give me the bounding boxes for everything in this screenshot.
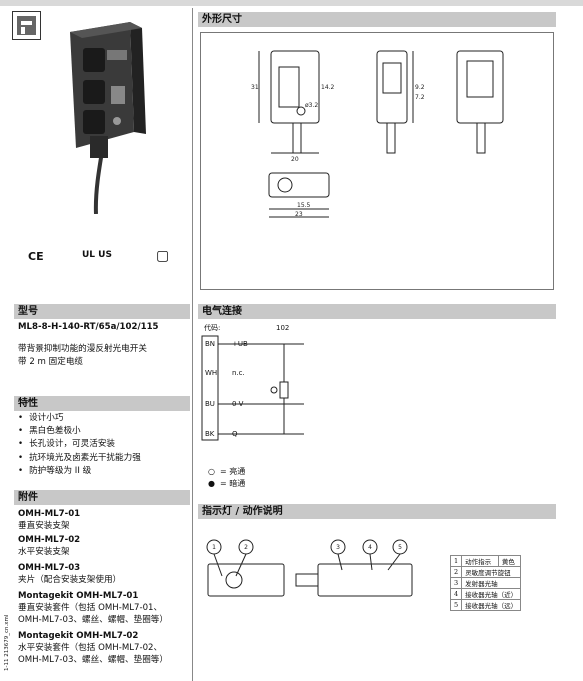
feature-list: 设计小巧 黑白色差极小 长孔设计，可灵活安装 抗环境光及卤素光干扰能力强 防护等… bbox=[18, 412, 141, 478]
pin-label: WH bbox=[205, 369, 218, 377]
accessory-desc: 夹片（配合安装支架使用） bbox=[18, 575, 122, 585]
accessory-desc: OMH-ML7-03、螺丝、螺帽、垫圈等） bbox=[18, 615, 168, 625]
accessory-desc: 水平安装支架 bbox=[18, 547, 70, 557]
callout-1: 1 bbox=[212, 544, 216, 551]
table-row: 3 发射器光轴 bbox=[449, 577, 522, 589]
code-label: 代码: bbox=[204, 324, 221, 332]
manufacturer-logo bbox=[12, 11, 41, 40]
table-cell: 2 bbox=[449, 566, 463, 578]
accessories-header: 附件 bbox=[14, 490, 190, 505]
accessory-name: OMH-ML7-01 bbox=[18, 509, 81, 519]
dim-label: 15.5 bbox=[297, 202, 311, 209]
ce-mark: CE bbox=[28, 250, 44, 263]
electrical-header: 电气连接 bbox=[198, 304, 556, 319]
model-number: ML8-8-H-140-RT/65a/102/115 bbox=[18, 322, 159, 332]
pin-label: BU bbox=[205, 400, 215, 408]
accessory-name: Montagekit OMH-ML7-01 bbox=[18, 591, 139, 601]
table-cell: 发射器光轴 bbox=[461, 577, 522, 589]
indicators-header: 指示灯 / 动作说明 bbox=[198, 504, 556, 519]
light-on-text: = 亮通 bbox=[220, 467, 246, 476]
dimensions-header: 外形尺寸 bbox=[198, 12, 556, 27]
column-divider bbox=[192, 8, 193, 681]
dim-label: 7.2 bbox=[415, 94, 425, 101]
feature-item: 长孔设计，可灵活安装 bbox=[18, 438, 141, 451]
table-row: 1 动作指示 黄色 bbox=[449, 555, 522, 567]
indicator-drawing: 1 2 3 4 5 bbox=[206, 539, 413, 597]
feature-item: 抗环境光及卤素光干扰能力强 bbox=[18, 452, 141, 465]
description-line: 带 2 m 固定电缆 bbox=[18, 357, 84, 367]
table-row: 2 灵敏度调节旋钮 bbox=[449, 566, 522, 578]
table-cell: 灵敏度调节旋钮 bbox=[461, 566, 522, 578]
features-header: 特性 bbox=[14, 396, 190, 411]
table-row: 4 接收器光轴（近） bbox=[449, 588, 522, 600]
dimension-drawing: 31 14.2 ø3.2 9.2 7.2 20 15.5 23 bbox=[200, 32, 554, 290]
dark-on-text: = 暗通 bbox=[220, 479, 246, 488]
sensor-photo bbox=[70, 22, 146, 214]
wiring-diagram bbox=[201, 335, 304, 441]
dim-label: 20 bbox=[291, 156, 299, 163]
pin-signal: +UB bbox=[232, 340, 248, 348]
table-cell: 4 bbox=[449, 588, 463, 600]
callout-4: 4 bbox=[368, 544, 372, 551]
table-cell: 3 bbox=[449, 577, 463, 589]
doc-id: 1-11 213679_cn.xml bbox=[4, 614, 10, 671]
accessory-name: Montagekit OMH-ML7-02 bbox=[18, 631, 139, 641]
dim-label: 31 bbox=[251, 84, 259, 91]
dim-label: 9.2 bbox=[415, 84, 425, 91]
pin-label: BK bbox=[205, 430, 215, 438]
callout-3: 3 bbox=[336, 544, 340, 551]
pin-label: BN bbox=[205, 340, 216, 348]
pin-signal: 0 V bbox=[232, 400, 244, 408]
code-value: 102 bbox=[276, 324, 290, 332]
ul-mark: UL US bbox=[82, 250, 112, 260]
accessory-desc: 垂直安装套件（包括 OMH-ML7-01、 bbox=[18, 603, 163, 613]
dim-label: 23 bbox=[295, 211, 303, 218]
table-cell: 黄色 bbox=[497, 555, 522, 567]
table-cell: 1 bbox=[449, 555, 463, 567]
accessory-desc: 水平安装套件（包括 OMH-ML7-02、 bbox=[18, 643, 163, 653]
class-ii-mark: ▢ bbox=[156, 248, 170, 264]
accessory-name: OMH-ML7-03 bbox=[18, 563, 81, 573]
table-cell: 5 bbox=[449, 599, 463, 611]
indicator-table: 1 动作指示 黄色 2 灵敏度调节旋钮 3 发射器光轴 4 接收器光轴（近） 5… bbox=[449, 555, 522, 611]
pin-signal: Q bbox=[232, 430, 238, 438]
dim-label: 14.2 bbox=[321, 84, 335, 91]
model-header: 型号 bbox=[14, 304, 190, 319]
feature-item: 设计小巧 bbox=[18, 412, 141, 425]
description-line: 带背景抑制功能的漫反射光电开关 bbox=[18, 344, 147, 354]
top-bar bbox=[0, 0, 583, 6]
table-row: 5 接收器光轴（远） bbox=[449, 599, 522, 611]
pin-signal: n.c. bbox=[232, 369, 245, 377]
dim-label: ø3.2 bbox=[305, 102, 318, 109]
feature-item: 黑白色差极小 bbox=[18, 425, 141, 438]
feature-item: 防护等级为 II 级 bbox=[18, 465, 141, 478]
table-cell: 动作指示 bbox=[461, 555, 499, 567]
callout-2: 2 bbox=[244, 544, 248, 551]
accessory-desc: 垂直安装支架 bbox=[18, 521, 70, 531]
table-cell: 接收器光轴（远） bbox=[461, 599, 522, 611]
table-cell: 接收器光轴（近） bbox=[461, 588, 522, 600]
accessory-desc: OMH-ML7-03、螺丝、螺帽、垫圈等） bbox=[18, 655, 168, 665]
dark-on-symbol: ● bbox=[208, 479, 215, 488]
callout-5: 5 bbox=[398, 544, 402, 551]
light-on-symbol: ○ bbox=[208, 467, 215, 476]
accessory-name: OMH-ML7-02 bbox=[18, 535, 81, 545]
